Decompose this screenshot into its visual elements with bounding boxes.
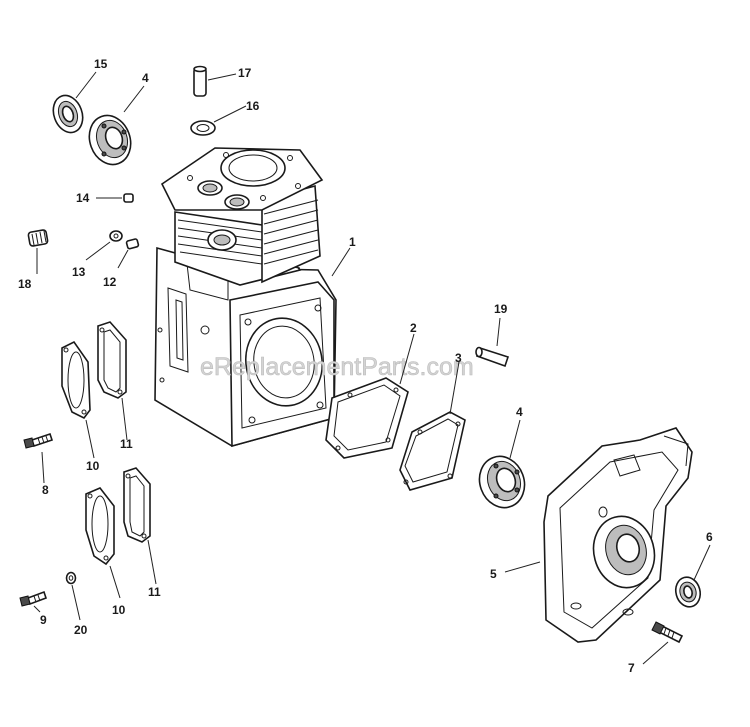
callout-5: 5 [490,567,497,581]
callout-11-upper: 11 [120,437,133,451]
callout-2: 2 [410,321,417,335]
part-5-closure-plate [543,427,693,643]
callout-20: 20 [74,623,88,637]
callout-labels: 15 4 17 16 14 13 12 18 1 2 3 19 4 5 6 7 … [18,57,713,675]
leader-lines [33,71,711,665]
part-1-cylinder-block [154,147,337,448]
cooling-fins [177,184,321,284]
part-13-washer [109,230,123,242]
callout-16: 16 [246,99,260,113]
callout-3: 3 [455,351,462,365]
part-4-bearing-upper [88,114,132,166]
part-10-breather-cover-upper [61,340,91,420]
callout-17: 17 [238,66,252,80]
part-16-washer [190,120,216,136]
part-3-gasket [399,411,466,491]
part-2-gasket [325,377,409,459]
part-10-breather-cover-lower [85,487,115,566]
callout-10-upper: 10 [86,459,100,473]
callout-6: 6 [706,530,713,544]
callout-14: 14 [76,191,90,205]
callout-18: 18 [18,277,32,291]
callout-12: 12 [103,275,117,289]
callout-9: 9 [40,613,47,627]
part-7-screw [651,621,684,644]
part-14-plug [123,193,134,203]
callout-15: 15 [94,57,108,71]
watermark: eReplacementParts.com [200,353,474,381]
part-6-oil-seal [674,576,702,608]
part-19-dowel-pin [475,346,510,368]
part-15-oil-seal [52,94,84,134]
callout-1: 1 [349,235,356,249]
part-17-dowel-pin [193,65,207,97]
part-11-breather-gasket-lower [123,467,151,543]
part-11-breather-gasket-upper [97,321,127,399]
part-20-washer [65,571,77,585]
part-8-screw [23,432,54,449]
callout-11-lower: 11 [148,585,161,599]
callout-13: 13 [72,265,86,279]
callout-10-lower: 10 [112,603,126,617]
part-4-bearing-lower [478,455,526,509]
callout-7: 7 [628,661,635,675]
callout-8: 8 [42,483,49,497]
callout-19: 19 [494,302,508,316]
callout-4-upper: 4 [142,71,149,85]
part-12-plug [125,238,140,250]
part-9-screw [19,590,48,607]
callout-4-lower: 4 [516,405,523,419]
part-18-filter-screen [27,229,49,247]
